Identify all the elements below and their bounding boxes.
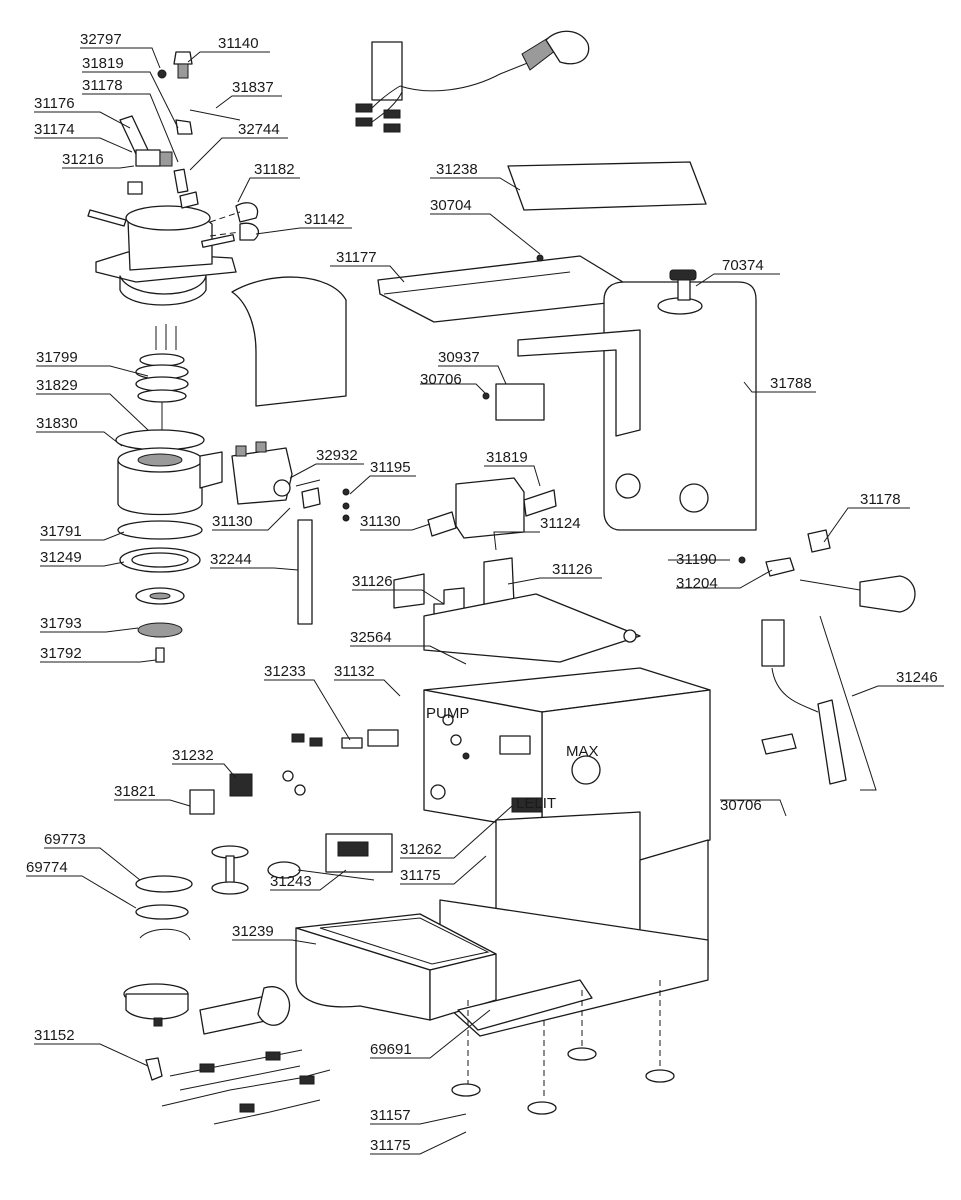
cup-tray-cover xyxy=(377,161,707,323)
switches xyxy=(189,729,399,873)
part-label: 32932 xyxy=(316,447,358,464)
feet xyxy=(451,980,675,1115)
pump xyxy=(427,477,557,619)
part-label: 32564 xyxy=(350,629,392,646)
pump-panel-text: PUMP xyxy=(426,705,469,722)
tamper-and-scoop xyxy=(211,845,375,895)
part-label: 31243 xyxy=(270,873,312,890)
part-number-labels: 32797 31140 31819 31837 31178 31176 3117… xyxy=(26,31,938,1154)
part-label: 31249 xyxy=(40,549,82,566)
part-label: 31792 xyxy=(40,645,82,662)
drip-tray xyxy=(295,913,593,1031)
part-label: 32744 xyxy=(238,121,280,138)
part-label: 31157 xyxy=(370,1107,411,1124)
part-label: 31819 xyxy=(486,449,528,466)
part-label: 31126 xyxy=(352,573,393,590)
part-label: 31829 xyxy=(36,377,78,394)
boiler-assembly xyxy=(87,191,259,306)
part-label: 69773 xyxy=(44,831,86,848)
part-label: 30704 xyxy=(430,197,472,214)
part-label: 31788 xyxy=(770,375,812,392)
max-gauge-text: MAX xyxy=(566,743,599,760)
top-fittings xyxy=(119,51,241,195)
part-label: 31819 xyxy=(82,55,124,72)
part-label: 31246 xyxy=(896,669,938,686)
part-label: 69774 xyxy=(26,859,68,876)
part-label: 30706 xyxy=(420,371,462,388)
part-label: 31178 xyxy=(82,77,123,94)
part-label: 31791 xyxy=(40,523,82,540)
part-label: 31178 xyxy=(860,491,901,508)
part-label: 69691 xyxy=(370,1041,412,1058)
part-label: 31233 xyxy=(264,663,306,680)
part-label: 31130 xyxy=(212,513,253,530)
part-label: 31177 xyxy=(336,249,377,266)
part-label: 31152 xyxy=(34,1027,75,1044)
leader-lines xyxy=(26,47,944,1155)
part-label: 31204 xyxy=(676,575,718,592)
part-label: 31262 xyxy=(400,841,442,858)
part-label: 31124 xyxy=(540,515,581,532)
part-label: 30706 xyxy=(720,797,762,814)
part-label: 31195 xyxy=(370,459,411,476)
side-panel xyxy=(231,276,347,407)
part-label: 31216 xyxy=(62,151,104,168)
part-label: 31174 xyxy=(34,121,75,138)
wire-harness xyxy=(161,1049,331,1125)
part-label: 31126 xyxy=(552,561,593,578)
power-cord xyxy=(355,30,590,133)
heating-element xyxy=(115,324,350,663)
part-label: 31130 xyxy=(360,513,401,530)
part-label: 31175 xyxy=(370,1137,411,1154)
main-body xyxy=(393,573,711,1037)
part-label: 70374 xyxy=(722,257,764,274)
water-tank xyxy=(482,269,757,531)
part-label: 31821 xyxy=(114,783,156,800)
part-label: 31182 xyxy=(254,161,295,178)
part-label: 32244 xyxy=(210,551,252,568)
part-label: 31793 xyxy=(40,615,82,632)
part-label: 31142 xyxy=(304,211,345,228)
portafilter xyxy=(123,875,291,1081)
part-label: 32797 xyxy=(80,31,122,48)
part-label: 31176 xyxy=(34,95,75,112)
brand-badge-text: LELIT xyxy=(516,795,556,812)
part-label: 31799 xyxy=(36,349,78,366)
part-label: 31830 xyxy=(36,415,78,432)
part-label: 31175 xyxy=(400,867,441,884)
cord-tag xyxy=(371,41,403,101)
part-label: 31190 xyxy=(676,551,717,568)
part-label: 31837 xyxy=(232,79,274,96)
part-label: 31132 xyxy=(334,663,375,680)
part-label: 31239 xyxy=(232,923,274,940)
part-label: 31140 xyxy=(218,35,259,52)
steam-wand xyxy=(738,529,916,785)
part-label: 31238 xyxy=(436,161,478,178)
part-label: 30937 xyxy=(438,349,480,366)
part-label: 31232 xyxy=(172,747,214,764)
